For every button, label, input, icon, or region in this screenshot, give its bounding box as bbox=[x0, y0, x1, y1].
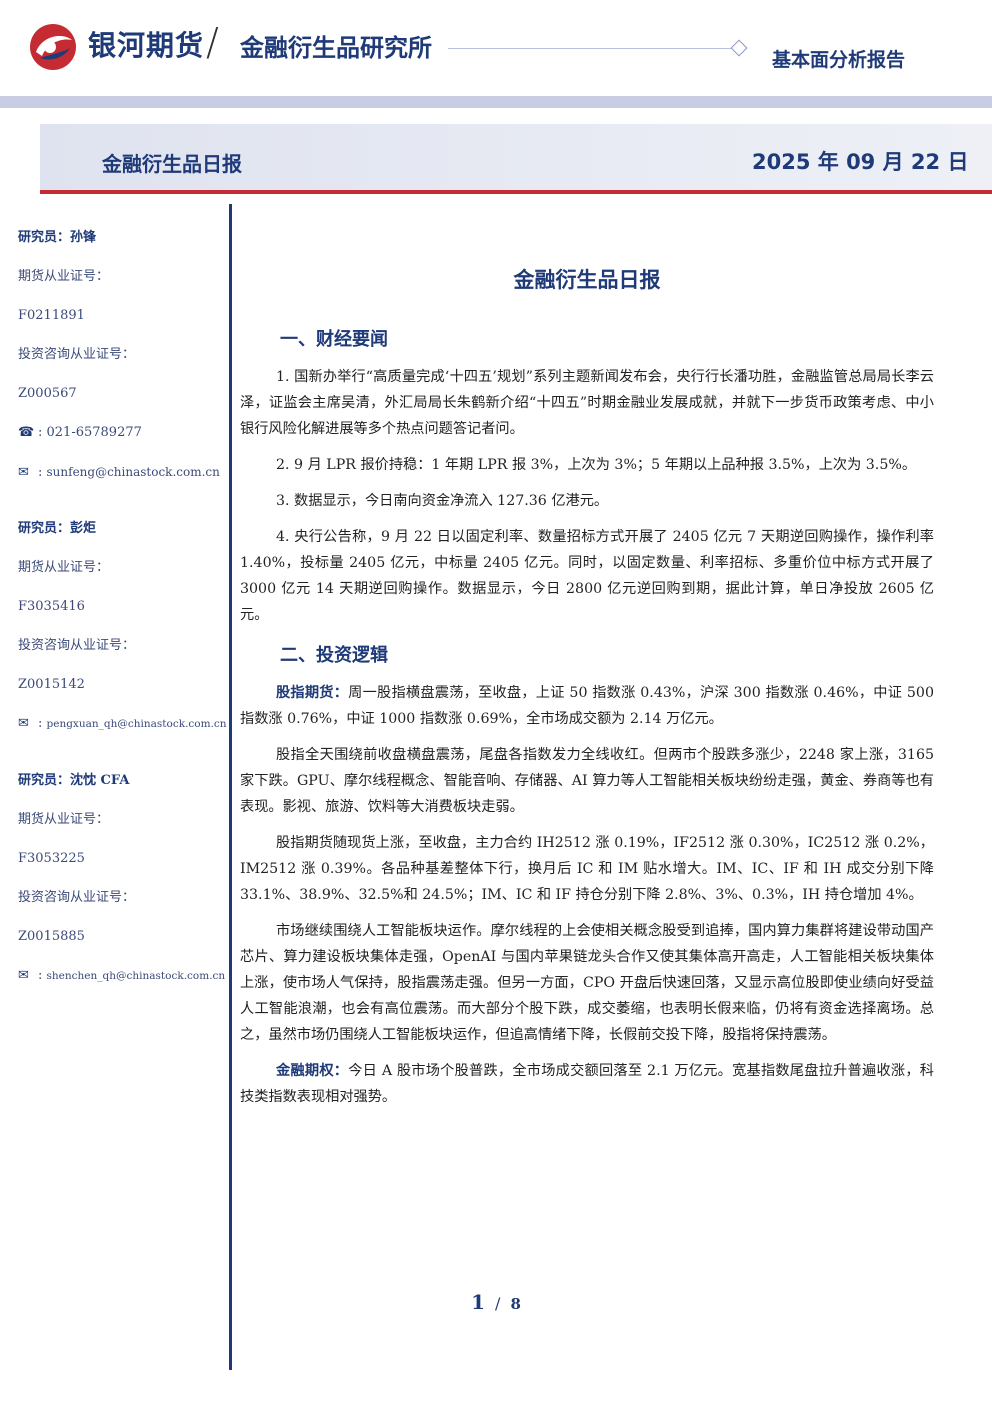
brand-name: 银河期货 bbox=[88, 29, 205, 62]
consult-number: Z000567 bbox=[18, 386, 77, 401]
envelope-icon: ✉ bbox=[18, 465, 29, 480]
researcher-name: 研究员：孙锋 bbox=[18, 230, 97, 245]
paragraph-keyword: 股指期货： bbox=[276, 685, 349, 701]
email-link[interactable]: shenchen_qh@chinastock.com.cn bbox=[46, 970, 226, 982]
paragraph-text: 今日 A 股市场个股普跌，全市场成交额回落至 2.1 万亿元。宽基指数尾盘拉升普… bbox=[240, 1063, 934, 1105]
envelope-icon: ✉ bbox=[18, 968, 29, 983]
options-paragraph: 金融期权：今日 A 股市场个股普跌，全市场成交额回落至 2.1 万亿元。宽基指数… bbox=[240, 1058, 934, 1110]
license-number: F0211891 bbox=[18, 308, 85, 323]
email-link[interactable]: sunfeng@chinastock.com.cn bbox=[46, 465, 220, 479]
title-banner bbox=[40, 124, 992, 192]
researcher-sidebar: 研究员：孙锋 期货从业证号： F0211891 投资咨询从业证号： Z00056… bbox=[18, 228, 228, 1023]
email-row: ✉: sunfeng@chinastock.com.cn bbox=[18, 462, 228, 501]
phone-icon: ☎ bbox=[18, 425, 35, 440]
consult-label: 投资咨询从业证号： bbox=[18, 347, 136, 362]
license-number: F3053225 bbox=[18, 851, 85, 866]
consult-label: 投资咨询从业证号： bbox=[18, 890, 136, 905]
researcher-card: 研究员：孙锋 期货从业证号： F0211891 投资咨询从业证号： Z00056… bbox=[18, 228, 228, 501]
license-label: 期货从业证号： bbox=[18, 560, 110, 575]
header-divider: / bbox=[206, 20, 219, 64]
researcher-name: 研究员：沈忱 CFA bbox=[18, 773, 130, 788]
paragraph-keyword: 金融期权： bbox=[276, 1063, 349, 1079]
license-number: F3035416 bbox=[18, 599, 85, 614]
email-link[interactable]: pengxuan_qh@chinastock.com.cn bbox=[46, 718, 227, 730]
header-rule bbox=[448, 48, 732, 49]
document-title: 金融衍生品日报 bbox=[513, 268, 661, 292]
banner-accent-line bbox=[40, 190, 992, 194]
researcher-card: 研究员：沈忱 CFA 期货从业证号： F3053225 投资咨询从业证号： Z0… bbox=[18, 771, 228, 1005]
email-row: ✉: shenchen_qh@chinastock.com.cn bbox=[18, 966, 228, 1005]
phone-number: 021-65789277 bbox=[46, 425, 142, 440]
news-item: 4. 央行公告称，9 月 22 日以固定利率、数量招标方式开展了 2405 亿元… bbox=[240, 529, 934, 623]
news-item: 2. 9 月 LPR 报价持稳：1 年期 LPR 报 3%，上次为 3%；5 年… bbox=[276, 457, 917, 473]
sidebar-divider bbox=[229, 204, 232, 1370]
header-band bbox=[0, 96, 992, 108]
phone-row: ☎: 021-65789277 bbox=[18, 423, 228, 462]
total-pages: 8 bbox=[510, 1295, 521, 1313]
page-separator: / bbox=[495, 1294, 501, 1313]
analysis-paragraph: 市场继续围绕人工智能板块运作。摩尔线程的上会使相关概念股受到追捧，国内算力集群将… bbox=[240, 923, 934, 1043]
analysis-paragraph: 股指全天围绕前收盘横盘震荡，尾盘各指数发力全线收红。但两市个股跌多涨少，2248… bbox=[240, 747, 934, 815]
main-content: 金融衍生品日报 一、财经要闻 1. 国新办举行“高质量完成‘十四五’规划”系列主… bbox=[240, 262, 934, 1120]
stock-index-futures-paragraph: 股指期货：周一股指横盘震荡，至收盘，上证 50 指数涨 0.43%，沪深 300… bbox=[240, 680, 934, 732]
current-page: 1 bbox=[471, 1290, 486, 1314]
news-item: 3. 数据显示，今日南向资金净流入 127.36 亿港元。 bbox=[276, 493, 609, 509]
researcher-name: 研究员：彭炬 bbox=[18, 521, 97, 536]
section-heading-news: 一、财经要闻 bbox=[280, 329, 388, 350]
diamond-ornament-icon bbox=[730, 39, 748, 57]
consult-label: 投资咨询从业证号： bbox=[18, 638, 136, 653]
institute-name: 金融衍生品研究所 bbox=[240, 34, 432, 62]
analysis-paragraph: 股指期货随现货上涨，至收盘，主力合约 IH2512 涨 0.19%，IF2512… bbox=[240, 835, 934, 903]
license-label: 期货从业证号： bbox=[18, 269, 110, 284]
section-heading-logic: 二、投资逻辑 bbox=[280, 645, 388, 666]
license-label: 期货从业证号： bbox=[18, 812, 110, 827]
report-date: 2025 年 09 月 22 日 bbox=[752, 150, 969, 174]
galaxy-logo-icon bbox=[30, 24, 76, 70]
page-header: 银河期货 / 金融衍生品研究所 基本面分析报告 bbox=[0, 0, 992, 112]
envelope-icon: ✉ bbox=[18, 716, 29, 731]
banner-title: 金融衍生品日报 bbox=[102, 152, 242, 176]
email-row: ✉: pengxuan_qh@chinastock.com.cn bbox=[18, 714, 228, 753]
researcher-card: 研究员：彭炬 期货从业证号： F3035416 投资咨询从业证号： Z00151… bbox=[18, 519, 228, 753]
paragraph-text: 周一股指横盘震荡，至收盘，上证 50 指数涨 0.43%，沪深 300 指数涨 … bbox=[240, 685, 934, 727]
report-type: 基本面分析报告 bbox=[772, 49, 906, 71]
news-item: 1. 国新办举行“高质量完成‘十四五’规划”系列主题新闻发布会，央行行长潘功胜，… bbox=[240, 369, 934, 437]
consult-number: Z0015885 bbox=[18, 929, 85, 944]
page-number: 1 / 8 bbox=[0, 1290, 992, 1314]
consult-number: Z0015142 bbox=[18, 677, 85, 692]
